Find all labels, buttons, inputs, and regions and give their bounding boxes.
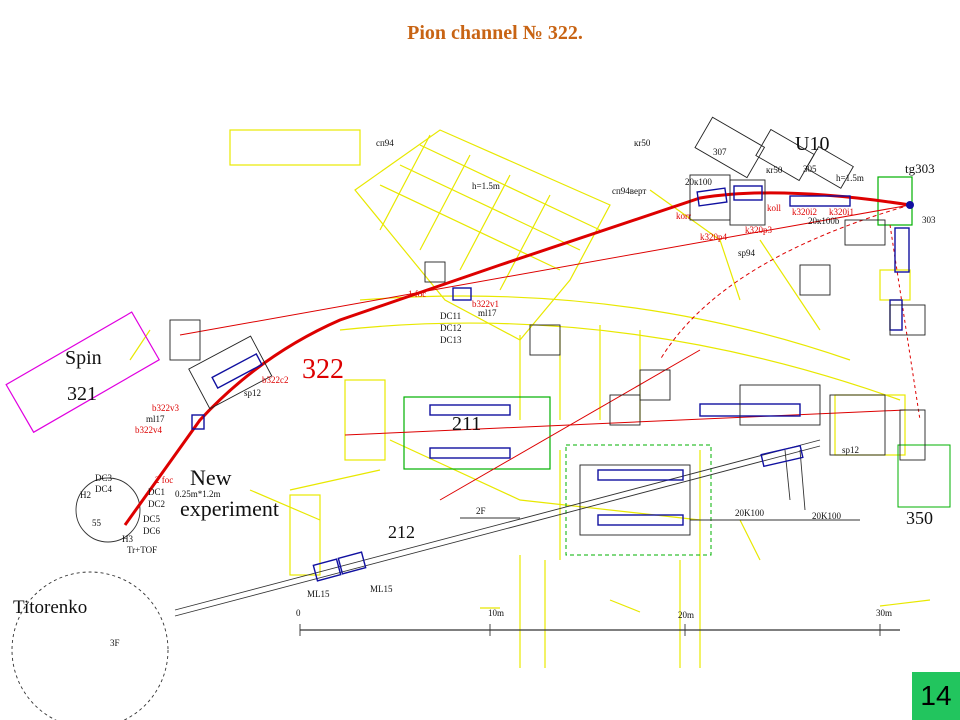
label-dc12: DC12 [440, 323, 462, 333]
target-point [906, 201, 914, 209]
scale-10: 10m [488, 608, 504, 618]
label-20k100: 20к100 [685, 177, 712, 187]
label-sp94v: сп94верт [612, 186, 646, 196]
label-20K100-right: 20K100 [812, 511, 841, 521]
label-dc4: DC4 [95, 484, 113, 494]
label-sp94b: sp94 [738, 248, 756, 258]
label-dc5: DC5 [143, 514, 161, 524]
label-ml15a: ML15 [307, 589, 330, 599]
label-k320i1: k320i1 [829, 207, 854, 217]
scale-30: 30m [876, 608, 892, 618]
label-b322v1: b322v1 [472, 299, 499, 309]
label-b322v4: b322v4 [135, 425, 163, 435]
label-dc2: DC2 [148, 499, 165, 509]
label-experiment: experiment [180, 496, 279, 521]
label-k320i2: k320i2 [792, 207, 817, 217]
label-ml17b: ml17 [146, 414, 165, 424]
label-321: 321 [67, 383, 97, 405]
label-sp94: сп94 [376, 138, 394, 148]
label-322: 322 [302, 354, 344, 385]
auxiliary-lines [11, 439, 900, 720]
label-tg303: tg303 [905, 161, 935, 176]
label-kr50b: кr50 [766, 165, 783, 175]
label-ml17a: ml17 [478, 308, 497, 318]
label-koll: koll [767, 203, 782, 213]
label-k320p4: k320p4 [700, 232, 728, 242]
label-h15-right: h=1.5m [836, 173, 864, 183]
label-titorenko: Titorenko [13, 597, 87, 618]
scale-20: 20m [678, 610, 694, 620]
label-korr: korr [676, 211, 691, 221]
label-dc11: DC11 [440, 311, 461, 321]
label-305: 305 [803, 164, 817, 174]
red-labels: korr koll k320i2 k320i1 k320p3 k320p4 1 … [135, 203, 854, 485]
label-h15-left: h=1.5m [472, 181, 500, 191]
page-title: Pion channel № 322. [407, 22, 583, 44]
label-20K100-left: 20K100 [735, 508, 764, 518]
label-h3: H3 [122, 534, 133, 544]
label-size: 0.25m*1.2m [175, 489, 221, 499]
label-20k100b: 20к100b [808, 216, 840, 226]
label-3f: 3F [110, 638, 120, 648]
label-dc6: DC6 [143, 526, 161, 536]
label-2f: 2F [476, 506, 486, 516]
label-kr50: кr50 [634, 138, 651, 148]
label-1foc: 1 foc [408, 289, 426, 299]
label-dc3: DC3 [95, 473, 113, 483]
scale-0: 0 [296, 608, 301, 618]
zone-211 [403, 396, 551, 470]
page-number: 14 [912, 672, 960, 720]
label-211: 211 [452, 413, 481, 435]
label-sp12a: sp12 [244, 388, 261, 398]
beam-lines [123, 191, 921, 526]
label-u10: U10 [795, 133, 829, 155]
label-307: 307 [713, 147, 727, 157]
label-k320p3: k320p3 [745, 225, 773, 235]
label-new: New [190, 465, 232, 490]
label-303: 303 [922, 215, 936, 225]
spin-box [5, 311, 161, 434]
label-350: 350 [906, 508, 933, 528]
equipment-blocks [169, 116, 926, 536]
label-sp12b: sp12 [842, 445, 859, 455]
label-ml15b: ML15 [370, 584, 393, 594]
label-dc1: DC1 [148, 487, 165, 497]
label-b322c2: b322c2 [262, 375, 289, 385]
label-h2: H2 [80, 490, 91, 500]
label-spin: Spin [65, 347, 102, 369]
label-dc13: DC13 [440, 335, 462, 345]
label-212: 212 [388, 522, 415, 542]
zone-212 [565, 444, 712, 556]
black-labels: U10 tg303 303 307 305 h=1.5m h=1.5m сп94… [13, 133, 936, 648]
label-b322v3: b322v3 [152, 403, 180, 413]
zone-350 [897, 444, 951, 508]
label-2foc: 2 foc [155, 475, 173, 485]
label-trtof: Tr+TOF [127, 545, 157, 555]
label-55: 55 [92, 518, 102, 528]
